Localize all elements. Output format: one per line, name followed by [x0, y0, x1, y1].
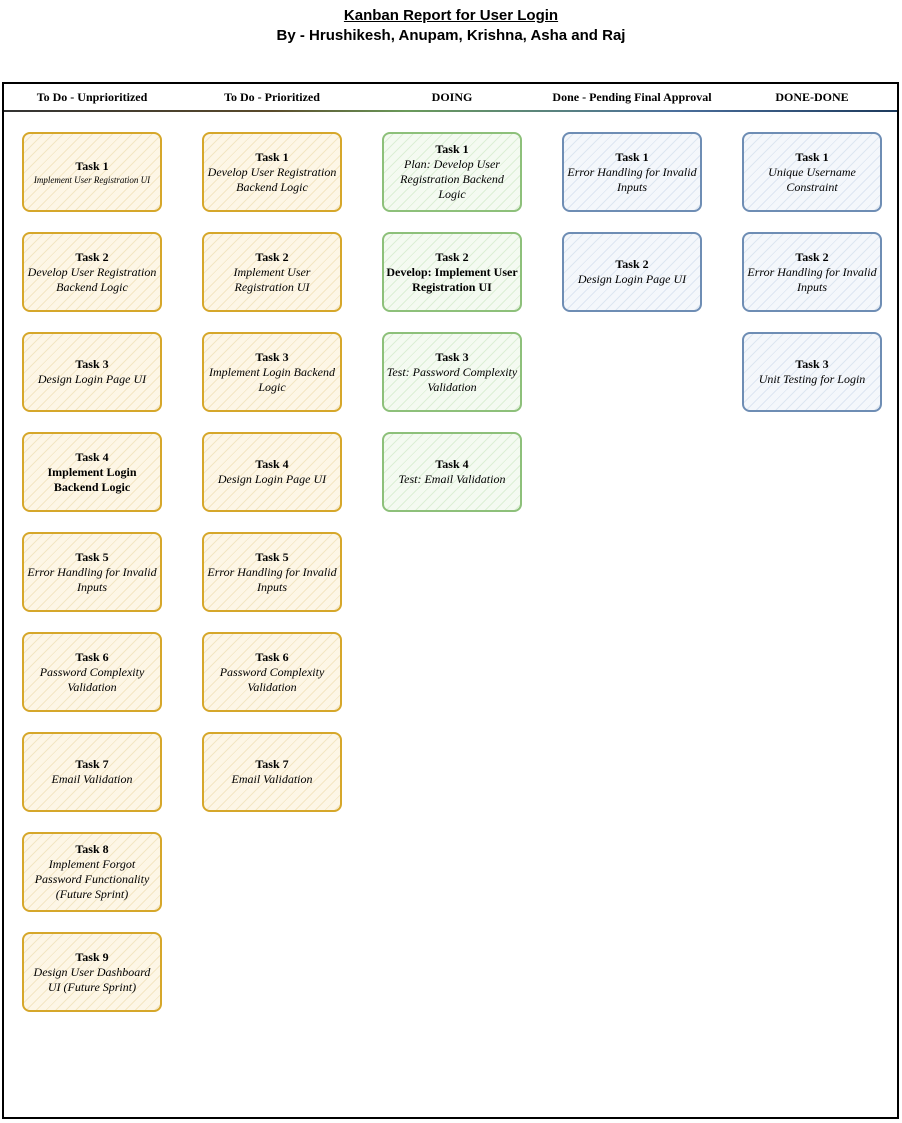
task-card-number: Task 8 [75, 842, 109, 856]
task-card-text: Develop: Implement User Registration UI [386, 264, 518, 294]
report-title: Kanban Report for User Login [343, 7, 559, 24]
task-card-text: Error Handling for Invalid Inputs [567, 164, 697, 194]
header-divider [4, 110, 897, 112]
task-card-number: Task 1 [435, 142, 469, 156]
task-card-text: Password Complexity Validation [219, 664, 325, 694]
task-card-text: Email Validation [231, 772, 313, 786]
column-header-doing: DOING [431, 90, 473, 104]
task-card-number: Task 1 [795, 149, 829, 164]
task-card-number: Task 6 [255, 649, 289, 664]
task-card-number: Task 7 [75, 757, 109, 771]
task-card-number: Task 3 [75, 357, 109, 371]
task-card-number: Task 1 [255, 149, 289, 164]
task-card-text: Design Login Page UI [217, 472, 327, 486]
task-card-text: Implement Login Backend Logic [47, 464, 137, 494]
task-card-number: Task 3 [435, 349, 469, 364]
task-card-number: Task 2 [795, 249, 829, 264]
task-card-text: Implement Login Backend Logic [209, 364, 335, 394]
task-card-text: Unique Username Constraint [768, 164, 856, 194]
column-header-todo-prioritized: To Do - Prioritized [224, 90, 320, 104]
task-card-number: Task 6 [75, 649, 109, 664]
column-header-todo-unprioritized: To Do - Unprioritized [36, 90, 148, 104]
kanban-board: To Do - Unprioritized To Do - Prioritize… [2, 82, 899, 1119]
task-card-number: Task 4 [255, 457, 289, 471]
task-card-number: Task 2 [615, 257, 649, 271]
task-card-text: Develop User Registration Backend Logic [27, 264, 157, 294]
task-card-text: Design User Dashboard UI (Future Sprint) [33, 964, 151, 994]
column-header-done-pending: Done - Pending Final Approval [552, 90, 712, 104]
task-card-number: Task 2 [75, 249, 109, 264]
task-card-number: Task 4 [75, 449, 109, 464]
report-authors: By - Hrushikesh, Anupam, Krishna, Asha a… [276, 27, 626, 44]
task-card-number: Task 1 [75, 158, 109, 173]
task-card-text: Implement User Registration UI [233, 264, 311, 294]
task-card-text: Email Validation [51, 772, 133, 786]
task-card-number: Task 5 [75, 549, 109, 564]
task-card-text: Test: Email Validation [398, 472, 506, 486]
task-card-text: Test: Password Complexity Validation [386, 364, 518, 394]
task-card-number: Task 3 [795, 357, 829, 371]
column-header-row: To Do - Unprioritized To Do - Prioritize… [4, 84, 897, 112]
task-card-text: Implement User Registration UI [33, 174, 151, 185]
task-card-text: Error Handling for Invalid Inputs [207, 564, 337, 594]
column-header-done-done: DONE-DONE [775, 90, 849, 104]
task-card-text: Error Handling for Invalid Inputs [27, 564, 157, 594]
task-card-number: Task 7 [255, 757, 289, 771]
task-card-number: Task 9 [75, 949, 109, 964]
report-title-block: Kanban Report for User Login By - Hrushi… [0, 6, 902, 46]
task-card-text: Develop User Registration Backend Logic [207, 164, 337, 194]
task-card-number: Task 5 [255, 549, 289, 564]
task-card-number: Task 1 [615, 149, 649, 164]
task-card-text: Design Login Page UI [37, 372, 147, 386]
task-card-text: Design Login Page UI [577, 272, 687, 286]
task-card-number: Task 2 [435, 249, 469, 264]
task-card-text: Plan: Develop User Registration Backend … [400, 157, 504, 201]
task-card-number: Task 2 [255, 249, 289, 264]
task-card-text: Password Complexity Validation [39, 664, 145, 694]
task-card-text: Implement Forgot Password Functionality … [34, 857, 150, 901]
task-card-number: Task 3 [255, 349, 289, 364]
task-card-text: Error Handling for Invalid Inputs [747, 264, 877, 294]
task-card-text: Unit Testing for Login [758, 372, 866, 386]
task-card-number: Task 4 [435, 457, 469, 471]
